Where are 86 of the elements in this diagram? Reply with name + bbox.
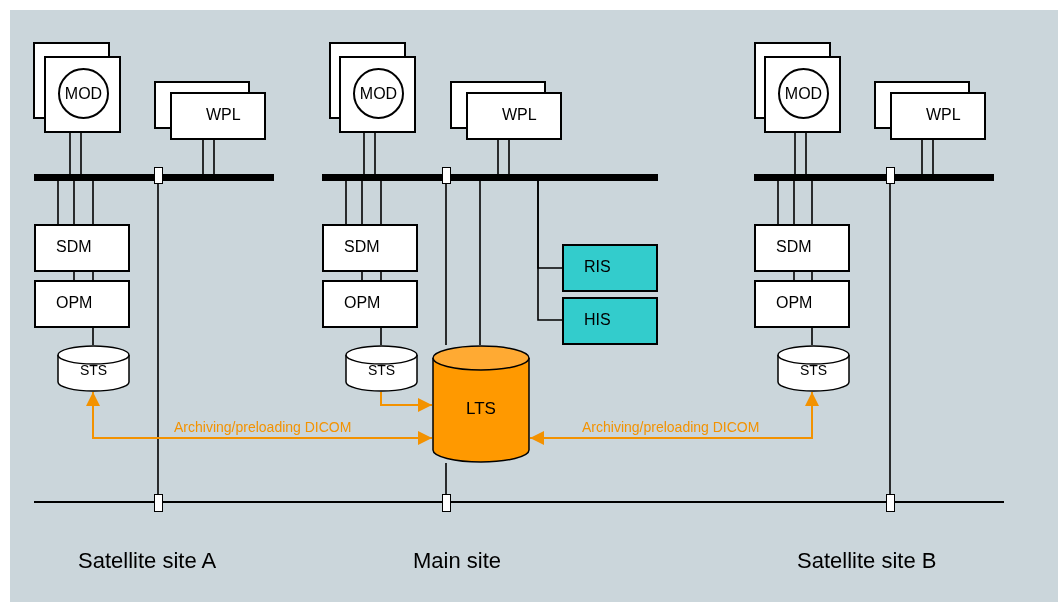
- edge-label: Archiving/preloading DICOM: [581, 419, 761, 435]
- connection-line: [811, 180, 813, 225]
- node-label: STS: [366, 361, 397, 378]
- connection-line: [794, 132, 796, 175]
- modality-box: [44, 56, 121, 133]
- node-label: HIS: [584, 311, 611, 329]
- network-bus: [34, 174, 274, 181]
- system-box: [170, 92, 266, 140]
- system-box: [754, 224, 850, 272]
- network-bus: [754, 174, 994, 181]
- node-label: WPL: [926, 106, 961, 124]
- connection-line: [805, 132, 807, 175]
- connection-line: [811, 271, 813, 281]
- connection-line: [537, 180, 563, 321]
- node-label: WPL: [206, 106, 241, 124]
- modality-circle: MOD: [778, 68, 829, 119]
- connection-line: [793, 180, 795, 225]
- system-box: [34, 224, 130, 272]
- node-label: RIS: [584, 258, 611, 276]
- site-label: Satellite site A: [78, 548, 217, 574]
- node-label: OPM: [56, 294, 93, 312]
- connection-line: [345, 180, 347, 225]
- connection-line: [380, 271, 382, 281]
- node-label: STS: [78, 361, 109, 378]
- system-box: [322, 280, 418, 328]
- coupler-box: [442, 494, 451, 512]
- node-label: WPL: [502, 106, 537, 124]
- connection-line: [73, 271, 75, 281]
- node-label: SDM: [56, 238, 92, 256]
- connection-line: [213, 139, 215, 175]
- site-label: Main site: [413, 548, 502, 574]
- node-label: SDM: [344, 238, 380, 256]
- edge-label: Archiving/preloading DICOM: [173, 419, 353, 435]
- coupler-box: [154, 167, 163, 184]
- connection-line: [793, 271, 795, 281]
- coupler-box: [886, 167, 895, 184]
- connection-line: [361, 180, 363, 225]
- connection-line: [363, 132, 365, 175]
- connection-line: [921, 139, 923, 175]
- connection-line: [374, 132, 376, 175]
- connection-line: [92, 271, 94, 281]
- node-label: LTS: [465, 398, 497, 419]
- system-box: [754, 280, 850, 328]
- connection-line: [497, 139, 499, 175]
- connection-line: [92, 180, 94, 225]
- connection-line: [380, 180, 382, 225]
- connection-line: [157, 183, 159, 495]
- system-box: [34, 280, 130, 328]
- node-label: STS: [798, 361, 829, 378]
- connection-line: [73, 180, 75, 225]
- connection-line: [57, 180, 59, 225]
- modality-box: [764, 56, 841, 133]
- connection-line: [445, 183, 447, 346]
- coupler-box: [154, 494, 163, 512]
- connection-line: [445, 462, 447, 495]
- connection-line: [80, 132, 82, 175]
- network-line: [34, 501, 1004, 503]
- system-box: [562, 297, 658, 345]
- connection-line: [889, 183, 891, 495]
- connection-line: [811, 327, 813, 346]
- node-label: OPM: [344, 294, 381, 312]
- modality-circle: MOD: [353, 68, 404, 119]
- connection-line: [932, 139, 934, 175]
- connection-line: [202, 139, 204, 175]
- modality-box: [339, 56, 416, 133]
- connection-line: [69, 132, 71, 175]
- network-bus: [322, 174, 658, 181]
- site-label: Satellite site B: [797, 548, 937, 574]
- connection-line: [777, 180, 779, 225]
- system-box: [322, 224, 418, 272]
- coupler-box: [442, 167, 451, 184]
- modality-circle: MOD: [58, 68, 109, 119]
- connection-line: [508, 139, 510, 175]
- arrow: [86, 391, 433, 445]
- node-label: SDM: [776, 238, 812, 256]
- connection-line: [380, 327, 382, 346]
- node-label: OPM: [776, 294, 813, 312]
- coupler-box: [886, 494, 895, 512]
- connection-line: [361, 271, 363, 281]
- system-box: [890, 92, 986, 140]
- system-box: [466, 92, 562, 140]
- connection-line: [92, 327, 94, 346]
- system-box: [562, 244, 658, 292]
- arrow: [380, 391, 433, 412]
- connection-line: [479, 180, 481, 346]
- arrow: [529, 391, 819, 445]
